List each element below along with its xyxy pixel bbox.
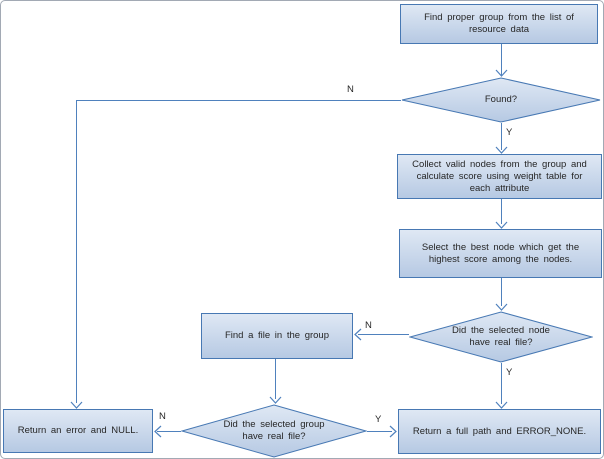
arrow-down-icon [495, 146, 508, 154]
diamond-shape [409, 311, 593, 363]
arrow-down-icon [495, 303, 508, 311]
node-label: Find proper group from the list of resou… [424, 12, 574, 35]
node-return-full-path: Return a full path and ERROR_NONE. [398, 409, 601, 454]
node-find-file-in-group: Find a file in the group [201, 313, 353, 359]
connector-node-no [358, 334, 409, 335]
node-label: Return an error and NULL. [17, 425, 139, 436]
node-label: Collect valid nodes from the group and c… [412, 158, 587, 194]
edge-label-node-yes: Y [506, 367, 513, 378]
decision-label: Did the selected group have real file? [223, 419, 325, 442]
connector-start-to-found [501, 44, 502, 76]
node-collect-valid-nodes: Collect valid nodes from the group and c… [397, 154, 602, 199]
connector-group-no [157, 431, 181, 432]
arrow-down-icon [495, 69, 508, 77]
arrow-down-icon [70, 401, 83, 409]
arrow-down-icon [495, 401, 508, 409]
connector-findfile-to-group-decision [275, 359, 276, 399]
arrow-down-icon [269, 396, 282, 404]
node-return-error-null: Return an error and NULL. [3, 409, 153, 453]
diamond-shape [181, 404, 367, 458]
decision-found: Found? [401, 77, 601, 123]
connector-collect-to-select [501, 199, 502, 224]
node-label: Select the best node which get the highe… [421, 241, 580, 265]
decision-node-has-real-file: Did the selected node have real file? [409, 311, 593, 363]
node-label: Return a full path and ERROR_NONE. [412, 425, 587, 437]
edge-label-node-no: N [365, 320, 372, 331]
decision-group-has-real-file: Did the selected group have real file? [181, 404, 367, 458]
node-label: Find a file in the group [224, 330, 329, 341]
connector-select-to-node-decision [501, 278, 502, 306]
edge-label-group-yes: Y [375, 414, 382, 425]
node-find-proper-group: Find proper group from the list of resou… [400, 4, 598, 44]
arrow-left-icon [354, 328, 362, 341]
connector-found-no-horizontal [76, 100, 401, 101]
connector-node-yes [501, 363, 502, 404]
arrow-right-icon [389, 425, 397, 438]
connector-found-yes [501, 123, 502, 150]
node-select-best-node: Select the best node which get the highe… [399, 229, 602, 278]
edge-label-found-yes: Y [506, 127, 513, 138]
arrow-left-icon [154, 425, 162, 438]
decision-label: Found? [484, 94, 518, 105]
arrow-down-icon [495, 221, 508, 229]
connector-group-yes [367, 431, 392, 432]
diamond-shape [401, 77, 601, 123]
decision-label: Did the selected node have real file? [452, 325, 550, 348]
connector-found-no-vertical [76, 100, 77, 403]
edge-label-found-no: N [347, 84, 354, 95]
edge-label-group-no: N [159, 411, 166, 422]
